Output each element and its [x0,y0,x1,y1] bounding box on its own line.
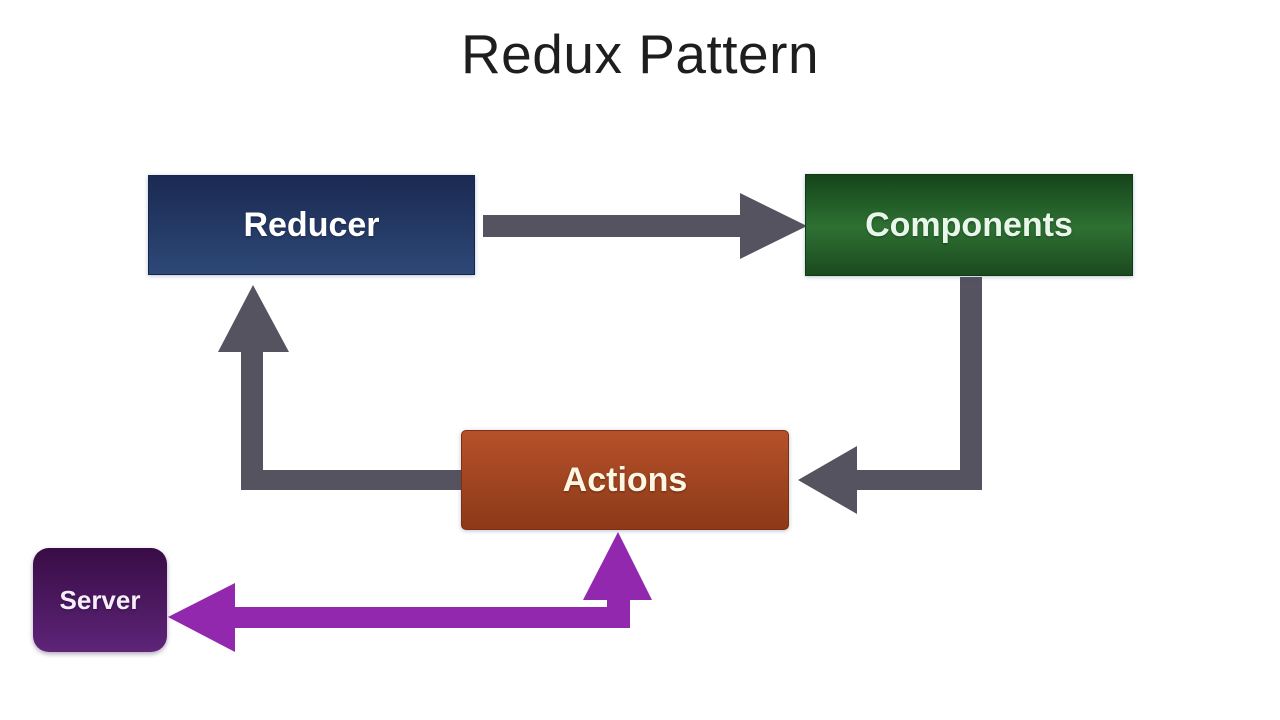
arrow-server-actions [168,532,652,652]
diagram-title: Redux Pattern [460,23,820,85]
node-actions-label: Actions [562,460,688,499]
node-reducer-label: Reducer [243,205,380,244]
node-reducer: Reducer [148,175,475,275]
arrow-actions-to-reducer [218,285,461,490]
node-server-label: Server [59,584,141,615]
node-components-label: Components [865,205,1073,244]
node-actions: Actions [461,430,789,530]
arrow-components-to-actions [798,277,982,514]
node-components: Components [805,174,1133,276]
arrow-reducer-to-components [483,193,807,259]
node-server: Server [33,548,167,652]
